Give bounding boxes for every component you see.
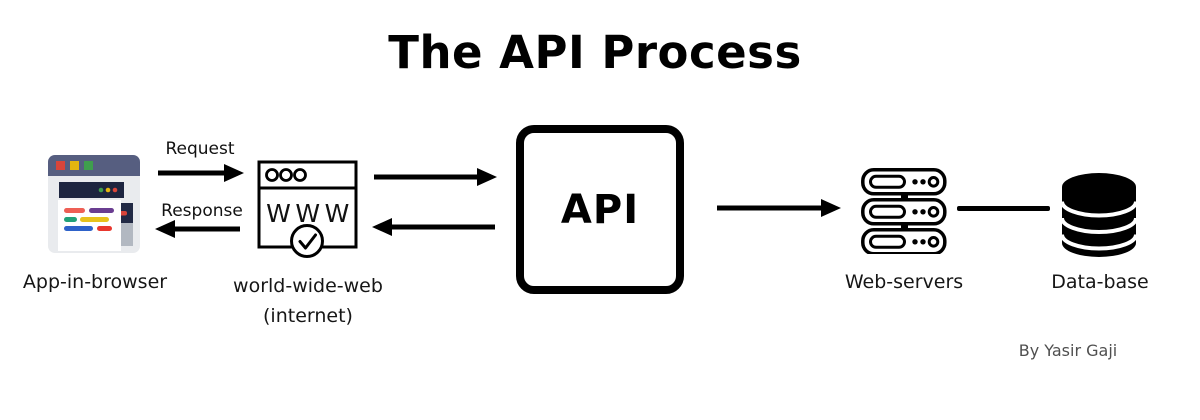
api-to-servers-arrow-icon bbox=[717, 199, 841, 217]
request-arrow-label: Request bbox=[165, 139, 235, 159]
www-icon-text: WWW bbox=[266, 199, 354, 228]
www-label-line1: world-wide-web bbox=[233, 275, 383, 297]
web-servers-label: Web-servers bbox=[844, 271, 964, 293]
www-icon: WWW bbox=[257, 160, 358, 258]
diagram-title: The API Process bbox=[388, 26, 802, 79]
api-box-label: API bbox=[560, 186, 640, 233]
web-servers-icon bbox=[861, 168, 947, 254]
database-label: Data-base bbox=[1051, 271, 1149, 293]
response-arrow-label: Response bbox=[161, 201, 243, 221]
api-box: API bbox=[516, 125, 684, 294]
api-to-www-arrow-icon bbox=[372, 218, 495, 236]
database-icon bbox=[1060, 173, 1138, 257]
app-browser-icon bbox=[48, 155, 140, 253]
app-browser-label: App-in-browser bbox=[22, 271, 168, 293]
www-label: world-wide-web (internet) bbox=[218, 271, 398, 331]
response-arrow-icon bbox=[155, 220, 240, 238]
www-label-line2: (internet) bbox=[263, 305, 353, 327]
servers-database-connector-line bbox=[957, 206, 1050, 211]
www-to-api-arrow-icon bbox=[374, 168, 497, 186]
request-arrow-icon bbox=[158, 164, 244, 182]
author-credit: By Yasir Gaji bbox=[1018, 341, 1118, 360]
checkmark-icon bbox=[298, 233, 317, 250]
